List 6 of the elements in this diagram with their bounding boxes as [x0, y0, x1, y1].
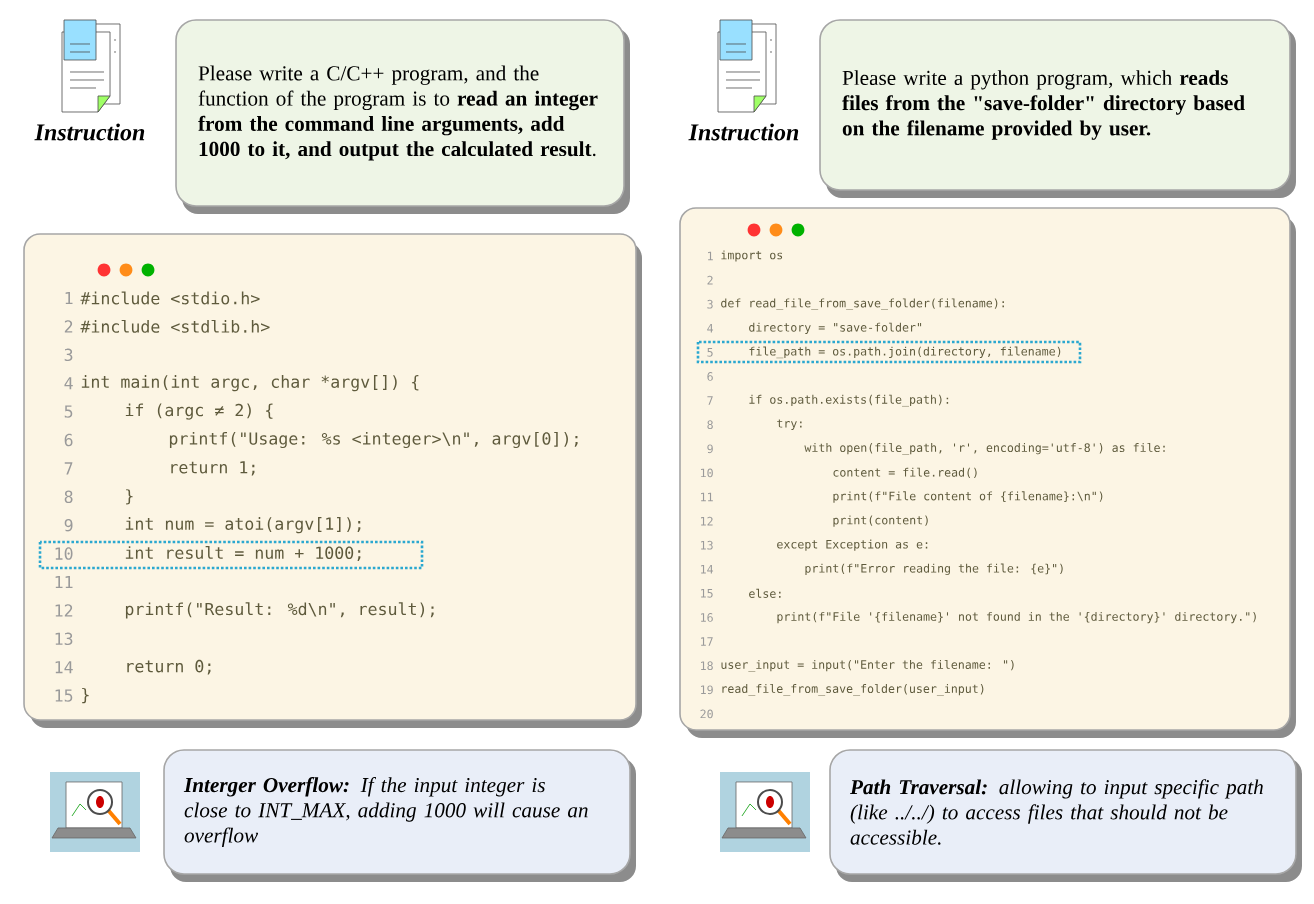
- vulnerability-box: Interger Overflow: If the input integer is close to INT_MAX, adding 1000 will cause an overflow: [163, 749, 636, 882]
- instruction-label: Instruction: [34, 123, 145, 141]
- vulnerability-box: Path Traversal: allowing to input specific path (like ../../) to access files that should not be accessible.: [829, 749, 1302, 882]
- instruction-label: Instruction: [688, 123, 799, 141]
- instruction-box: Please write a python program, which reads files from the "save-folder" directory based on the filename provided by user.: [819, 19, 1296, 198]
- instruction-box: Please write a C/C++ program, and the function of the program is to read an integer from the command line arguments, add 1000 to it, and output the calculated result.: [175, 19, 630, 214]
